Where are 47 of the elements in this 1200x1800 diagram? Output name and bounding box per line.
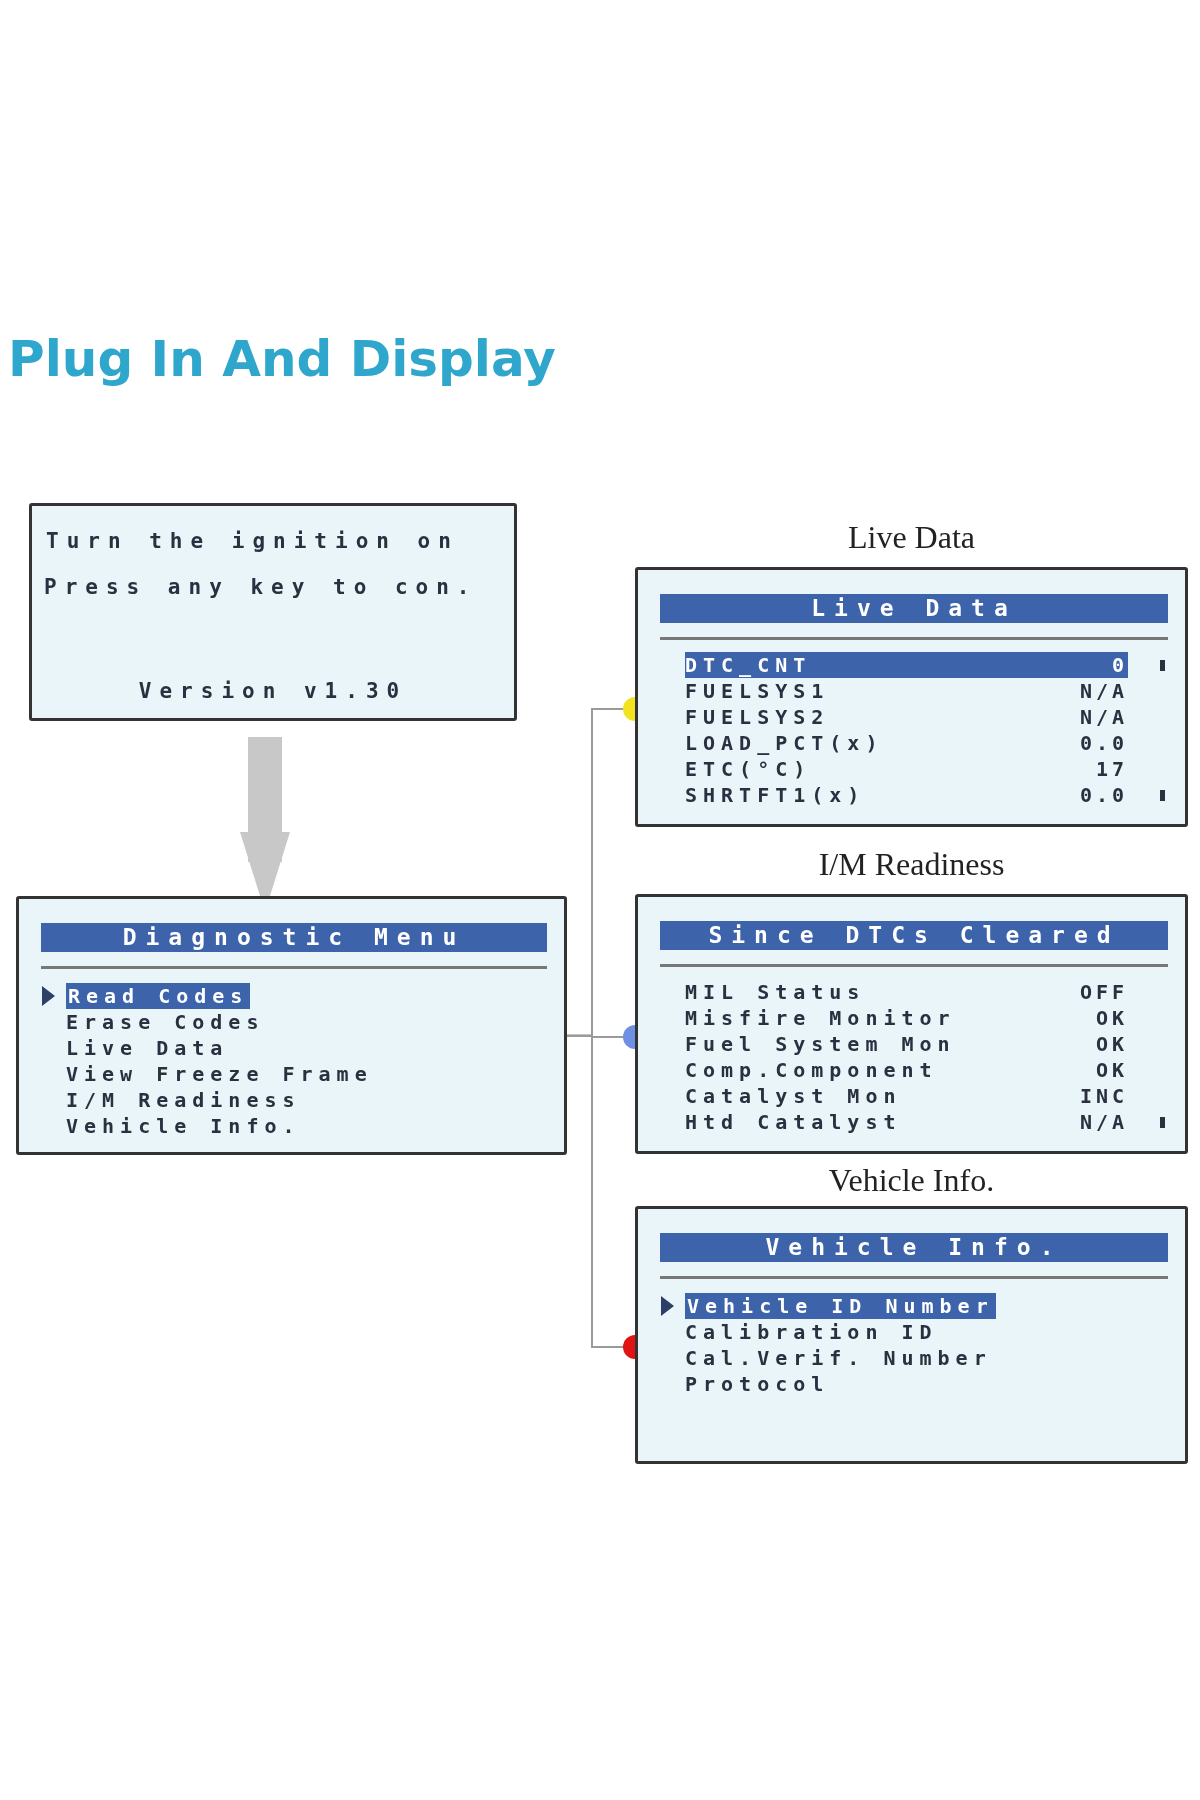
screen-text-line: Turn the ignition on bbox=[46, 528, 459, 554]
parameter-value: N/A bbox=[1079, 678, 1128, 704]
parameter-value: 17 bbox=[1095, 756, 1128, 782]
parameter-name: Comp.Component bbox=[685, 1057, 938, 1083]
screen-heading: Live Data bbox=[846, 518, 976, 557]
parameter-name: ETC(°C) bbox=[685, 756, 812, 782]
parameter-name: FUELSYS1 bbox=[685, 678, 830, 704]
menu-item: Read Codes bbox=[66, 983, 251, 1009]
parameter-value: 0 bbox=[1111, 652, 1128, 678]
parameter-name: Catalyst Mon bbox=[685, 1083, 902, 1109]
screen-title-bar: Diagnostic Menu bbox=[41, 923, 547, 952]
menu-item: Vehicle Info. bbox=[66, 1113, 301, 1139]
parameter-value: OK bbox=[1095, 1005, 1128, 1031]
menu-item: Cal.Verif. Number bbox=[685, 1345, 992, 1371]
parameter-value: OK bbox=[1095, 1057, 1128, 1083]
screen-title-bar: Since DTCs Cleared bbox=[660, 921, 1168, 950]
parameter-value: OFF bbox=[1079, 979, 1128, 1005]
menu-item: Protocol bbox=[685, 1371, 830, 1397]
parameter-name: LOAD_PCT(x) bbox=[685, 730, 884, 756]
parameter-name: FUELSYS2 bbox=[685, 704, 830, 730]
parameter-value: N/A bbox=[1079, 704, 1128, 730]
menu-item: Live Data bbox=[66, 1035, 229, 1061]
lcd-screen bbox=[29, 503, 517, 721]
screen-text-line: Press any key to con. bbox=[44, 574, 478, 600]
screen-heading: Vehicle Info. bbox=[827, 1161, 996, 1200]
diagram-title: Plug In And Display bbox=[8, 330, 556, 388]
parameter-value: OK bbox=[1095, 1031, 1128, 1057]
parameter-value: 0.0 bbox=[1079, 730, 1128, 756]
screen-heading: I/M Readiness bbox=[817, 845, 1006, 884]
screen-text-line: Version v1.30 bbox=[137, 678, 409, 704]
parameter-name: Fuel System Mon bbox=[685, 1031, 956, 1057]
menu-item: Erase Codes bbox=[66, 1009, 265, 1035]
parameter-name: MIL Status bbox=[685, 979, 866, 1005]
parameter-name: DTC_CNT bbox=[685, 652, 812, 678]
menu-item: Vehicle ID Number bbox=[685, 1293, 996, 1319]
parameter-value: 0.0 bbox=[1079, 782, 1128, 808]
parameter-value: INC bbox=[1079, 1083, 1128, 1109]
parameter-name: Misfire Monitor bbox=[685, 1005, 956, 1031]
parameter-value: N/A bbox=[1079, 1109, 1128, 1135]
menu-item: Calibration ID bbox=[685, 1319, 938, 1345]
screen-title-bar: Live Data bbox=[660, 594, 1168, 623]
screen-title-bar: Vehicle Info. bbox=[660, 1233, 1168, 1262]
parameter-name: Htd Catalyst bbox=[685, 1109, 902, 1135]
parameter-name: SHRTFT1(x) bbox=[685, 782, 866, 808]
menu-item: I/M Readiness bbox=[66, 1087, 301, 1113]
menu-item: View Freeze Frame bbox=[66, 1061, 373, 1087]
lcd-screen bbox=[16, 896, 567, 1155]
